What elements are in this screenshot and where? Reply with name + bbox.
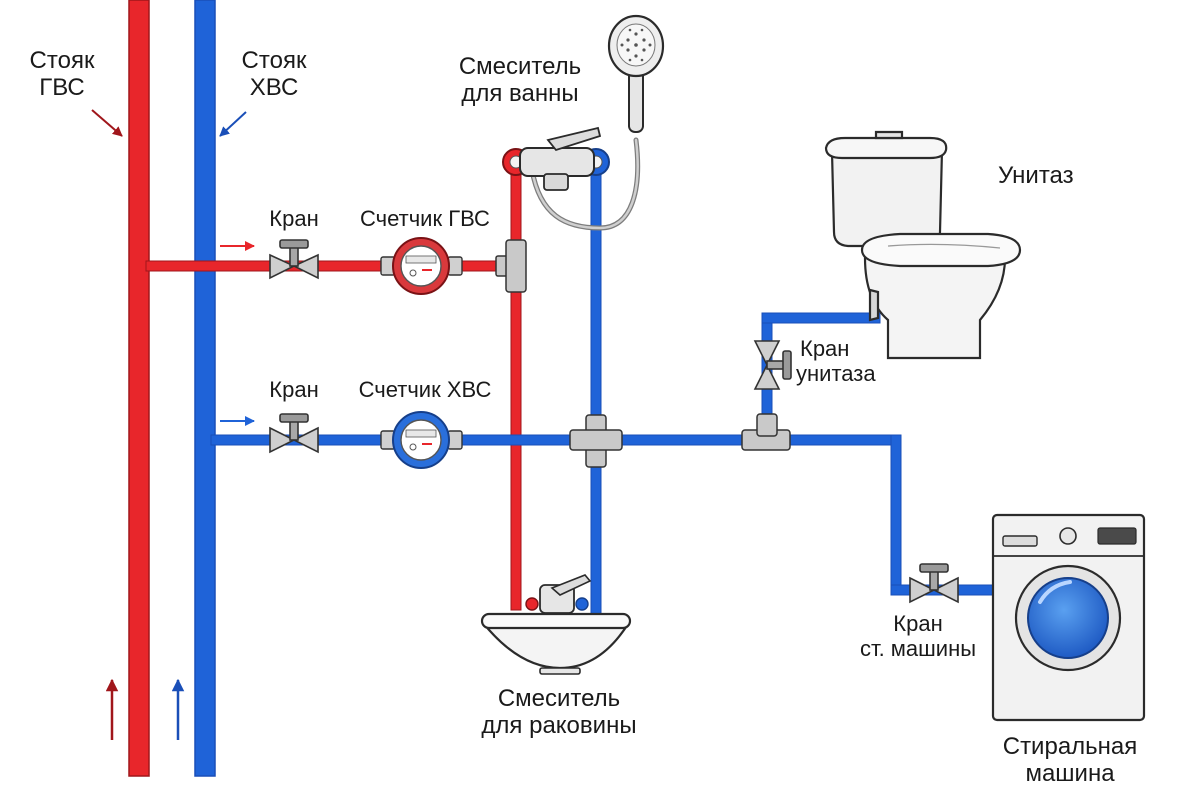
- toilet-valve-label-line2: унитаза: [796, 360, 876, 386]
- riser-hot-label-line1: Стояк: [29, 47, 95, 74]
- riser-hot-label-line2: ГВС: [39, 73, 85, 101]
- washing-machine-label-line1: Стиральная: [1002, 733, 1138, 760]
- bath-mixer-label: Смеситель для ванны: [425, 53, 615, 108]
- toilet-valve-label: Кран унитаза: [796, 336, 876, 386]
- water-meter-icon: [380, 237, 463, 295]
- riser-hot-pipe: [128, 0, 150, 777]
- bath-mixer-label-line2: для ванны: [461, 79, 579, 107]
- washer-valve-label-line1: Кран: [893, 611, 943, 636]
- sink-mixer-label-line1: Смеситель: [497, 685, 621, 712]
- riser-cold-label-arrow: [219, 111, 247, 137]
- bath-mixer-icon: [502, 126, 641, 231]
- washing-machine-label-line2: машина: [1025, 759, 1115, 787]
- valve-hot-label: Кран: [269, 206, 319, 231]
- washing-machine-icon: [991, 513, 1146, 722]
- riser-hot-label-arrow: [91, 109, 123, 137]
- tee-fitting-icon: [741, 413, 791, 451]
- sink-mixer-label-line2: для раковины: [481, 711, 637, 739]
- gate-valve-icon: [269, 413, 319, 454]
- gate-valve-icon: [753, 340, 792, 390]
- toilet-valve-label-line1: Кран: [800, 336, 850, 361]
- toilet-icon: [824, 130, 1022, 360]
- valve-cold-label: Кран: [269, 377, 319, 402]
- cross-fitting-icon: [569, 414, 623, 468]
- gate-valve-icon: [909, 563, 959, 604]
- toilet-label: Унитаз: [998, 162, 1074, 189]
- riser-cold-label-line2: ХВС: [249, 73, 299, 101]
- washer-valve-label-line2: ст. машины: [859, 635, 977, 661]
- shower-head-icon: [607, 14, 665, 133]
- meter-hot-label: Счетчик ГВС: [360, 206, 490, 231]
- riser-cold-pipe: [194, 0, 216, 777]
- riser-cold-label: Стояк ХВС: [218, 47, 330, 102]
- riser-cold-label-line1: Стояк: [241, 47, 307, 74]
- riser-hot-label: Стояк ГВС: [8, 47, 116, 102]
- bath-mixer-label-line1: Смеситель: [458, 53, 582, 80]
- washing-machine-label: Стиральная машина: [960, 733, 1180, 788]
- washer-valve-label: Кран ст. машины: [840, 611, 996, 661]
- tee-fitting-icon: [495, 239, 527, 293]
- sink-icon: [480, 574, 632, 675]
- gate-valve-icon: [269, 239, 319, 280]
- meter-cold-label: Счетчик ХВС: [358, 377, 492, 402]
- sink-mixer-label: Смеситель для раковины: [444, 685, 674, 740]
- water-meter-icon: [380, 411, 463, 469]
